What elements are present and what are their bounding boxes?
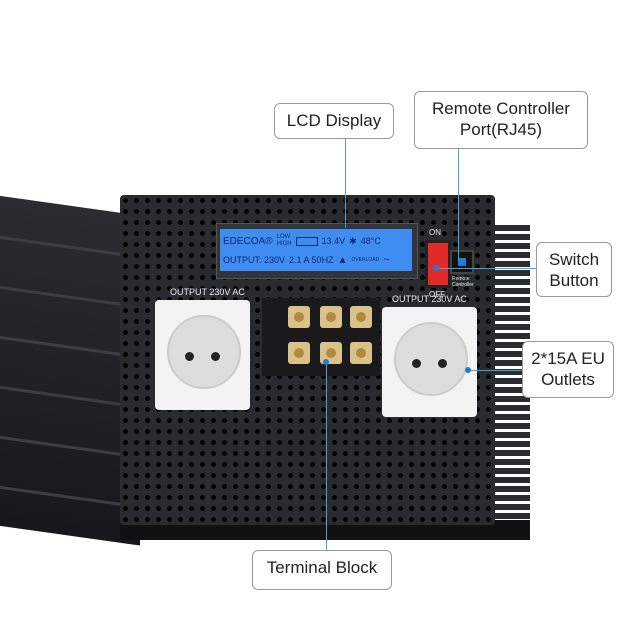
lcd-brand: EDECOA® [223, 235, 273, 247]
left-outlet-label: OUTPUT 230V AC [170, 287, 245, 297]
remote-callout-line [458, 148, 459, 260]
callout-switch-line1: Switch [548, 250, 600, 269]
inverter-side-fins [0, 194, 140, 546]
battery-icon [295, 236, 318, 246]
lcd-low: LOW [276, 234, 291, 240]
left-eu-outlet[interactable] [155, 300, 250, 410]
lcd-output: OUTPUT: 230V [223, 255, 286, 265]
lcd-current-frequency: 2.1 A 50HZ [289, 255, 334, 265]
callout-outlets-line1: 2*15A EU [531, 349, 605, 368]
fan-icon: ✱ [349, 235, 357, 246]
callout-eu-outlets: 2*15A EU Outlets [522, 341, 614, 398]
callout-remote-port: Remote Controller Port(RJ45) [414, 91, 588, 149]
outlets-callout-line [468, 370, 522, 371]
rj45-port[interactable] [450, 250, 474, 274]
switch-callout-dot [433, 265, 439, 271]
switch-on-label: ON [429, 228, 441, 237]
callout-remote-line1: Remote Controller [432, 99, 570, 118]
power-switch[interactable] [425, 240, 451, 288]
right-outlet-label: OUTPUT 230V AC [392, 294, 467, 304]
lcd-overload: OVERLOAD [351, 257, 380, 263]
callout-lcd-display: LCD Display [274, 103, 394, 139]
callout-remote-line2: Port(RJ45) [459, 120, 543, 139]
callout-switch-line2: Button [549, 271, 599, 290]
terminal-callout-line [326, 362, 327, 550]
inverter-base [120, 520, 530, 540]
lcd-temperature: 48°C [360, 236, 381, 246]
lcd-callout-line [345, 138, 346, 228]
terminal-block[interactable] [262, 298, 380, 376]
lcd-row-top: EDECOA® LOW HIGH 13.4V ✱ 48°C [223, 234, 409, 248]
remote-port-label: Remote Controller [452, 276, 474, 288]
lcd-battery-voltage: 13.4V [321, 236, 346, 246]
outlets-callout-dot [465, 367, 471, 373]
callout-lcd-text: LCD Display [286, 111, 382, 130]
right-eu-outlet[interactable] [382, 307, 477, 417]
lcd-high: HIGH [276, 241, 292, 247]
warning-icon: ▲ [337, 254, 348, 266]
lcd-low-high: LOW HIGH [277, 234, 292, 248]
callout-terminal-block: Terminal Block [252, 550, 392, 590]
terminal-callout-dot [323, 359, 329, 365]
callout-outlets-line2: Outlets [541, 370, 595, 389]
lcd-row-bottom: OUTPUT: 230V 2.1 A 50HZ ▲ OVERLOAD ~ [223, 254, 409, 266]
switch-callout-line [436, 268, 536, 269]
sine-wave-icon: ~ [383, 254, 390, 266]
lcd-display: EDECOA® LOW HIGH 13.4V ✱ 48°C OUTPUT: 23… [220, 229, 412, 271]
switch-off-label: OFF [429, 290, 445, 299]
callout-switch-button: Switch Button [536, 242, 612, 297]
callout-terminal-text: Terminal Block [266, 558, 378, 577]
